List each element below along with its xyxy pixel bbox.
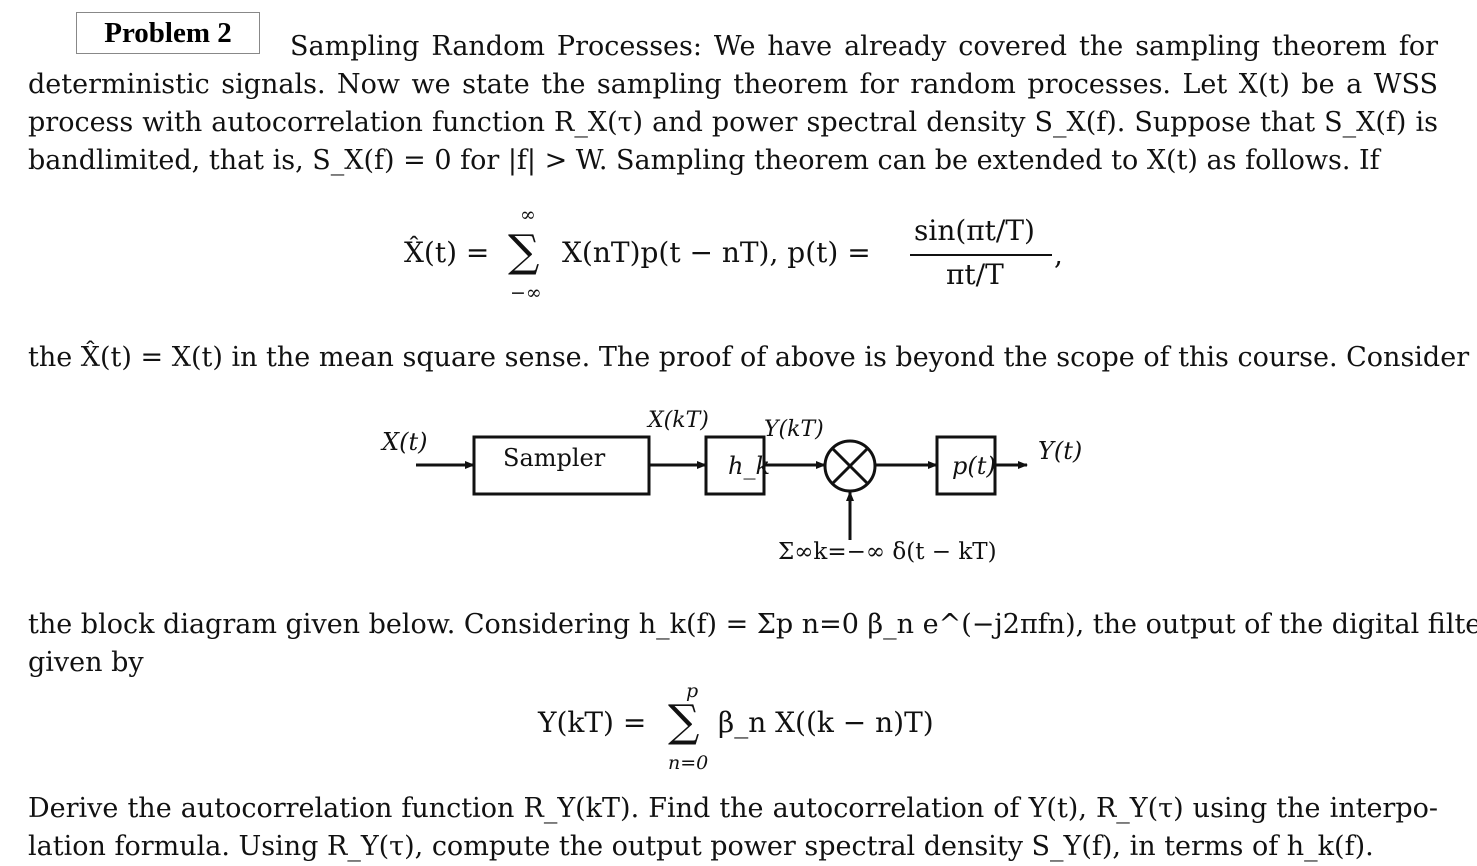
diagram-interp-label: p(t) [952, 452, 996, 480]
intro-line-1: Sampling Random Processes: We have alrea… [290, 31, 1438, 62]
eq1-sigma: ∑ [508, 226, 540, 277]
eq2-body: β_n X((k − n)T) [718, 706, 934, 739]
line-after-eq1: the X̂(t) = X(t) in the mean square sens… [28, 342, 1470, 373]
eq2-lhs: Y(kT) = [538, 706, 647, 739]
paragraph-after-equation-1: the X̂(t) = X(t) in the mean square sens… [28, 339, 1470, 377]
paragraph-filter: the block diagram given below. Consideri… [28, 606, 1477, 682]
filter-line-2: given by [28, 647, 144, 678]
final-paragraph: Derive the autocorrelation function R_Y(… [28, 790, 1438, 866]
diagram-ykt-label: Y(kT) [764, 417, 824, 442]
diagram-input-label: X(t) [382, 428, 428, 456]
diagram-output-label: Y(t) [1038, 437, 1083, 465]
diagram-filter-label: h_k [728, 452, 770, 480]
intro-line-2: deterministic signals. Now we state the … [28, 69, 1438, 100]
eq1-sum-top: ∞ [520, 204, 536, 226]
intro-line-3: process with autocorrelation function R_… [28, 107, 1438, 138]
eq1-fraction-bar [910, 254, 1052, 256]
diagram-impulse-train-label: Σ∞k=−∞ δ(t − kT) [778, 539, 997, 565]
eq2-sum-bottom: n=0 [668, 752, 709, 774]
intro-line-4: bandlimited, that is, S_X(f) = 0 for |f|… [28, 145, 1380, 176]
final-line-1: Derive the autocorrelation function R_Y(… [28, 793, 1438, 824]
eq2-sum-top: p [686, 680, 699, 702]
intro-paragraph: Sampling Random Processes: We have alrea… [28, 28, 1438, 180]
eq1-sum-bottom: −∞ [510, 282, 542, 304]
eq1-body: X(nT)p(t − nT), p(t) = [562, 236, 871, 269]
multiplier-cross-b [830, 446, 870, 486]
final-line-2: lation formula. Using R_Y(τ), compute th… [28, 831, 1374, 862]
eq1-lhs: X̂(t) = [404, 236, 490, 269]
filter-line-1: the block diagram given below. Consideri… [28, 609, 1477, 640]
problem-label: Problem 2 [76, 12, 260, 54]
diagram-sampler-label: Sampler [503, 444, 606, 472]
eq1-fraction-numerator: sin(πt/T) [914, 214, 1035, 247]
diagram-xkt-label: X(kT) [648, 408, 709, 433]
eq2-sigma: ∑ [668, 696, 700, 747]
eq1-fraction-denominator: πt/T [946, 258, 1004, 291]
eq1-tail: , [1054, 238, 1063, 271]
